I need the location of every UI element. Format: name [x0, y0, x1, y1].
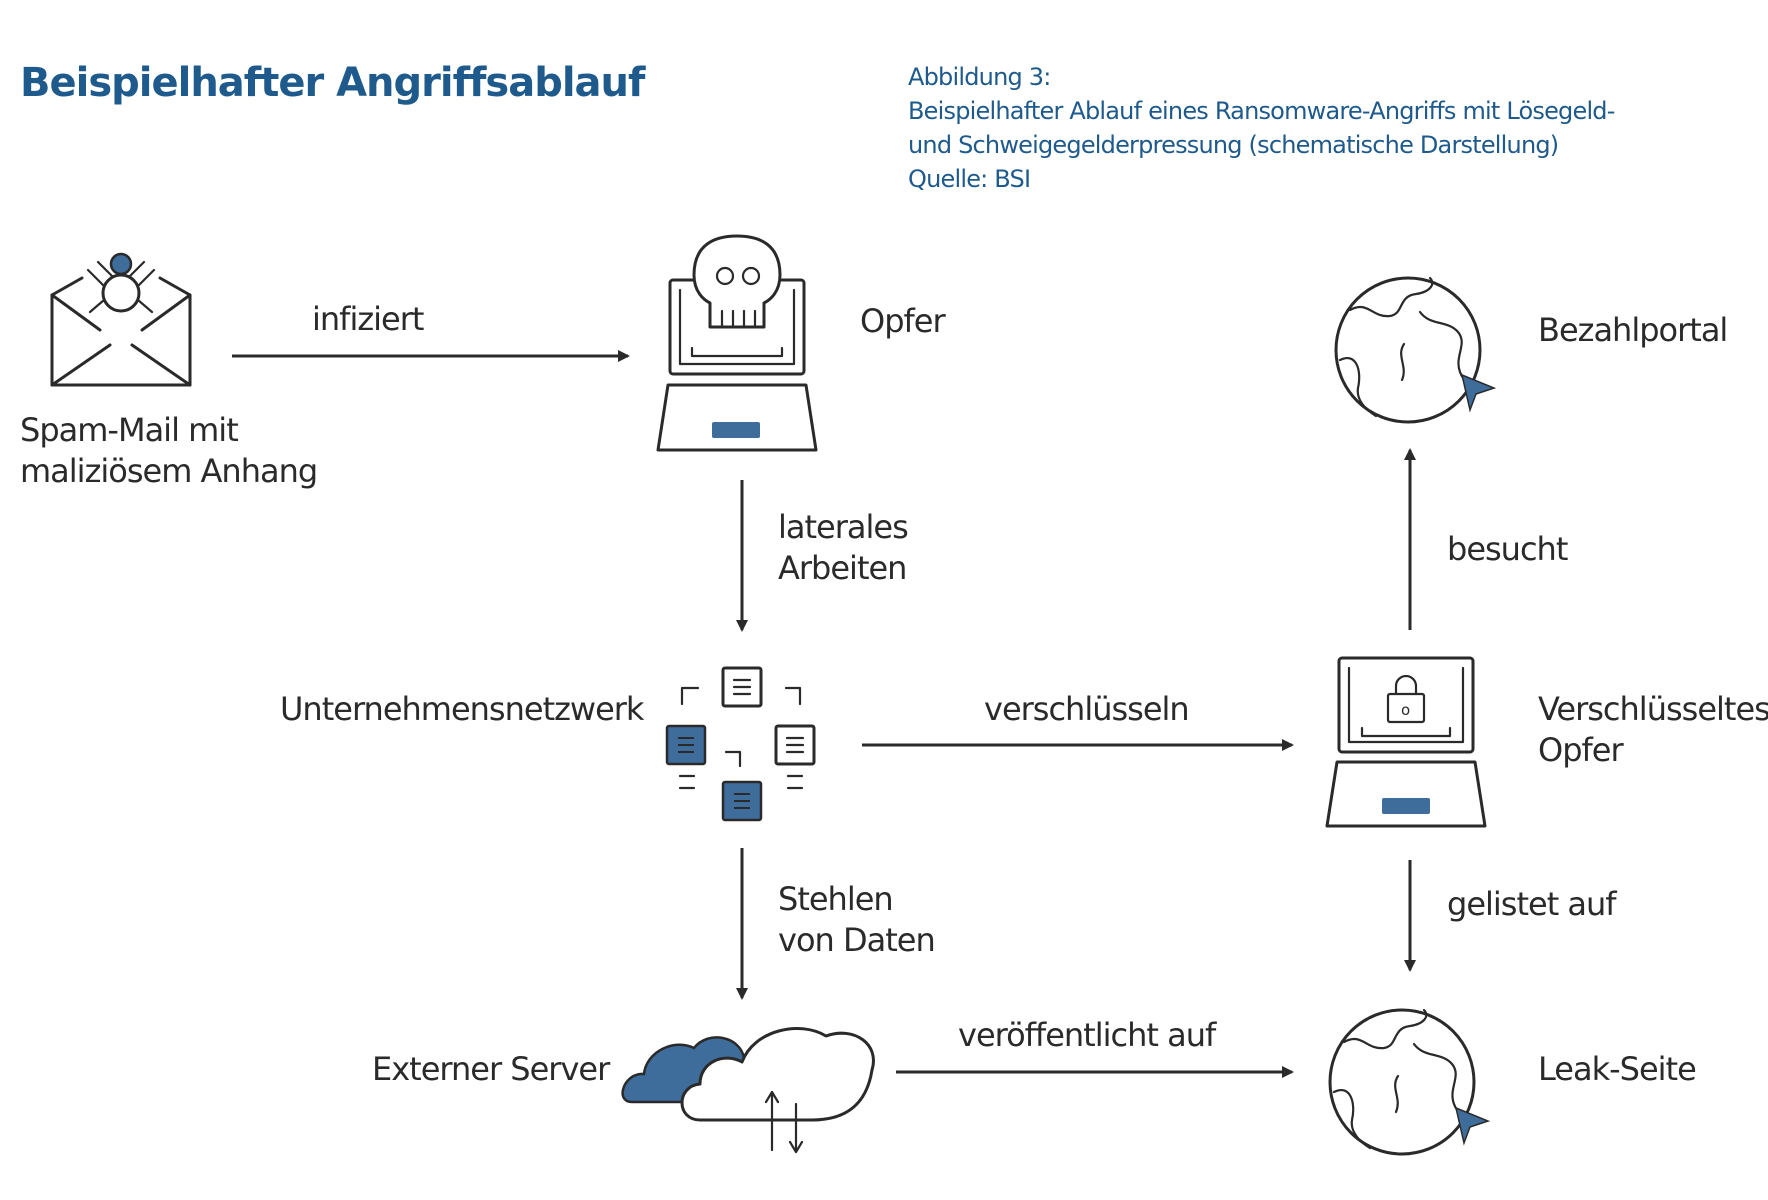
laptop-lock-icon: o — [1325, 656, 1487, 828]
victim-label: Opfer — [860, 302, 946, 340]
server-label: Externer Server — [372, 1050, 611, 1088]
payportal-label: Bezahlportal — [1538, 311, 1727, 349]
spam-mail-label-2: maliziösem Anhang — [20, 452, 317, 490]
edge-label-lateral-1: laterales — [778, 508, 908, 546]
network-label: Unternehmensnetzwerk — [280, 690, 645, 728]
caption-line-4: Quelle: BSI — [908, 165, 1030, 193]
leak-site-label: Leak-Seite — [1538, 1050, 1696, 1088]
edge-label-steal-1: Stehlen — [778, 880, 893, 918]
encrypted-victim-label-1: Verschlüsseltes — [1538, 690, 1768, 728]
edge-label-visits: besucht — [1447, 530, 1568, 568]
encrypted-victim-label-2: Opfer — [1538, 731, 1624, 769]
spam-mail-label-1: Spam-Mail mit — [20, 411, 238, 449]
figure-caption: Abbildung 3: Beispielhafter Ablauf eines… — [908, 63, 1616, 193]
network-icon — [665, 666, 816, 822]
edge-label-infects: infiziert — [312, 300, 424, 338]
caption-line-1: Abbildung 3: — [908, 63, 1051, 91]
globe-cursor-icon — [1334, 276, 1497, 424]
edge-label-published: veröffentlicht auf — [958, 1016, 1217, 1054]
caption-line-2: Beispielhafter Ablauf eines Ransomware-A… — [908, 97, 1615, 125]
globe-cursor-icon — [1328, 1008, 1491, 1156]
laptop-skull-icon — [656, 234, 818, 452]
caption-line-3: und Schweigegelderpressung (schematische… — [908, 131, 1558, 159]
envelope-spider-icon — [50, 252, 192, 387]
edge-label-listed: gelistet auf — [1447, 885, 1617, 923]
edge-label-steal-2: von Daten — [778, 921, 935, 959]
cloud-icon — [621, 1027, 875, 1154]
svg-text:o: o — [1401, 701, 1410, 719]
edge-label-encrypt: verschlüsseln — [984, 690, 1189, 728]
edge-label-lateral-2: Arbeiten — [778, 549, 906, 587]
page-title: Beispielhafter Angriffsablauf — [20, 60, 646, 106]
